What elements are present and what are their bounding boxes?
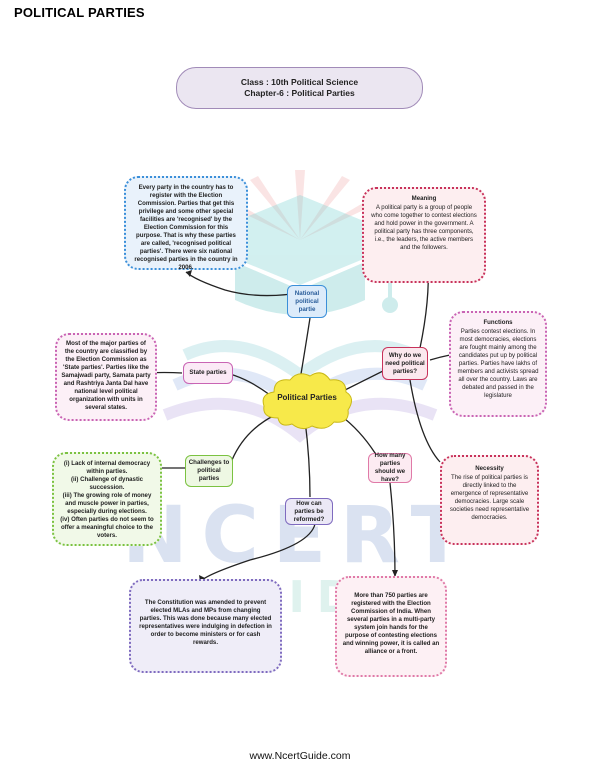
node-how-many: How many parties should we have?	[368, 452, 412, 483]
meaning-title: Meaning	[411, 195, 437, 202]
node-challenges-label: Challenges to political parties	[188, 459, 230, 482]
node-how-many-label: How many parties should we have?	[374, 452, 406, 483]
functions-box: Functions Parties contest elections. In …	[449, 311, 547, 417]
node-challenges: Challenges to political parties	[185, 455, 233, 487]
node-state-parties: State parties	[183, 362, 233, 384]
header-class-line: Class : 10th Political Science	[240, 77, 359, 87]
page-title: POLITICAL PARTIES	[14, 5, 145, 20]
central-topic: Political Parties	[277, 393, 337, 402]
node-why-need: Why do we need political parties?	[382, 347, 428, 380]
functions-title: Functions	[483, 319, 513, 326]
necessity-text: The rise of political parties is directl…	[449, 474, 530, 521]
node-why-need-label: Why do we need political parties?	[385, 351, 425, 375]
central-cloud-icon	[262, 372, 352, 430]
meaning-box: Meaning A political party is a group of …	[362, 187, 486, 283]
footer-website: www.NcertGuide.com	[249, 750, 351, 762]
challenge-item-4: (iv) Often parties do not seem to offer …	[60, 516, 154, 539]
node-national-political-parties: National political partie	[287, 285, 327, 318]
necessity-box: Necessity The rise of political parties …	[440, 455, 539, 545]
challenge-item-3: (iii) The growing role of money and musc…	[62, 492, 152, 515]
reform-text: The Constitution was amended to prevent …	[139, 599, 272, 646]
reform-box: The Constitution was amended to prevent …	[129, 579, 282, 673]
necessity-title: Necessity	[475, 465, 504, 472]
challenge-item-1: (i) Lack of internal democracy within pa…	[63, 460, 151, 475]
challenges-box: (i) Lack of internal democracy within pa…	[52, 452, 162, 546]
node-reformed-label: How can parties be reformed?	[293, 499, 325, 523]
node-state-label: State parties	[189, 369, 227, 376]
header-chapter-line: Chapter-6 : Political Parties	[244, 88, 355, 98]
state-parties-box: Most of the major parties of the country…	[55, 333, 157, 421]
state-parties-text: Most of the major parties of the country…	[61, 340, 151, 411]
meaning-text: A political party is a group of people w…	[371, 204, 477, 251]
node-national-label: National political partie	[294, 289, 320, 313]
national-parties-text: Every party in the country has to regist…	[134, 184, 238, 271]
how-many-box: More than 750 parties are registered wit…	[335, 576, 447, 677]
class-chapter-header: Class : 10th Political Science Chapter-6…	[176, 67, 423, 109]
node-how-reformed: How can parties be reformed?	[285, 498, 333, 525]
challenge-item-2: (ii) Challenge of dynastic succession.	[70, 476, 144, 491]
how-many-text: More than 750 parties are registered wit…	[342, 592, 440, 655]
functions-text: Parties contest elections. In most democ…	[457, 328, 539, 399]
national-parties-box: Every party in the country has to regist…	[124, 176, 248, 271]
